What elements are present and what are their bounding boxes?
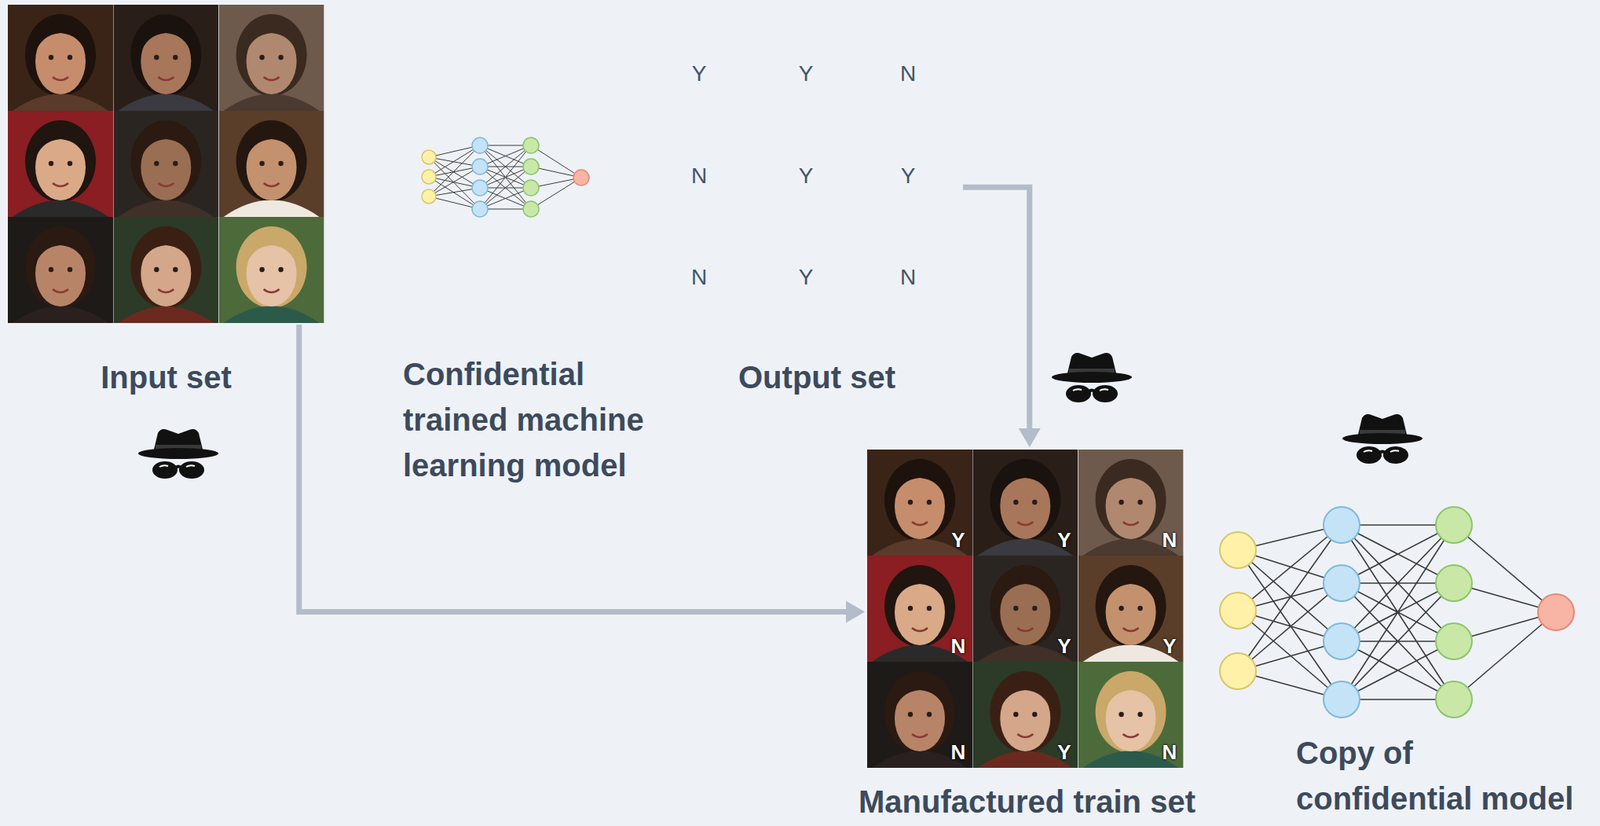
class-label: Y <box>691 62 707 85</box>
photo-set: YYNNYYNYNManufactured train set <box>867 449 1187 768</box>
caption: Output set <box>738 357 896 397</box>
caption: Input set <box>100 357 232 397</box>
model-label: Confidential trained machine learning mo… <box>402 351 671 488</box>
class-label: Y <box>798 266 814 289</box>
copied-neural-network <box>1219 506 1575 718</box>
class-label: N <box>691 266 707 289</box>
caption: Manufactured train set <box>858 781 1196 821</box>
face-photo-grid <box>7 4 325 323</box>
class-label: Y <box>900 164 916 187</box>
class-label: N <box>900 266 916 289</box>
arrow-head <box>845 600 865 623</box>
attacker-icon <box>1051 352 1132 403</box>
attacker-icon <box>1342 413 1423 464</box>
attacker-icon <box>138 428 219 479</box>
caption: Copy of confidential model <box>1296 729 1586 821</box>
photo-set: Input set <box>7 4 325 323</box>
arrow-head <box>1018 428 1041 447</box>
flow-arrow <box>962 186 1041 447</box>
class-label: N <box>1162 741 1178 762</box>
class-label: N <box>1162 529 1178 550</box>
output-set: YYNNYYNYNOutput set <box>675 47 959 307</box>
model-label: Copy of confidential model <box>1296 729 1586 821</box>
class-label: N <box>951 635 967 656</box>
class-label: Y <box>798 164 814 187</box>
connector-line <box>962 186 1030 429</box>
class-label: Y <box>1057 741 1071 762</box>
class-label: Y <box>1057 529 1071 550</box>
class-label: Y <box>1162 635 1176 656</box>
class-label: Y <box>798 62 814 85</box>
class-label: N <box>691 164 707 187</box>
face-photo-grid <box>867 449 1184 768</box>
caption: Confidential trained machine learning mo… <box>402 351 671 488</box>
class-label: N <box>900 62 916 85</box>
small-neural-network <box>421 137 590 217</box>
class-label: Y <box>951 529 965 550</box>
class-label: N <box>951 741 967 762</box>
class-label: Y <box>1057 635 1071 656</box>
